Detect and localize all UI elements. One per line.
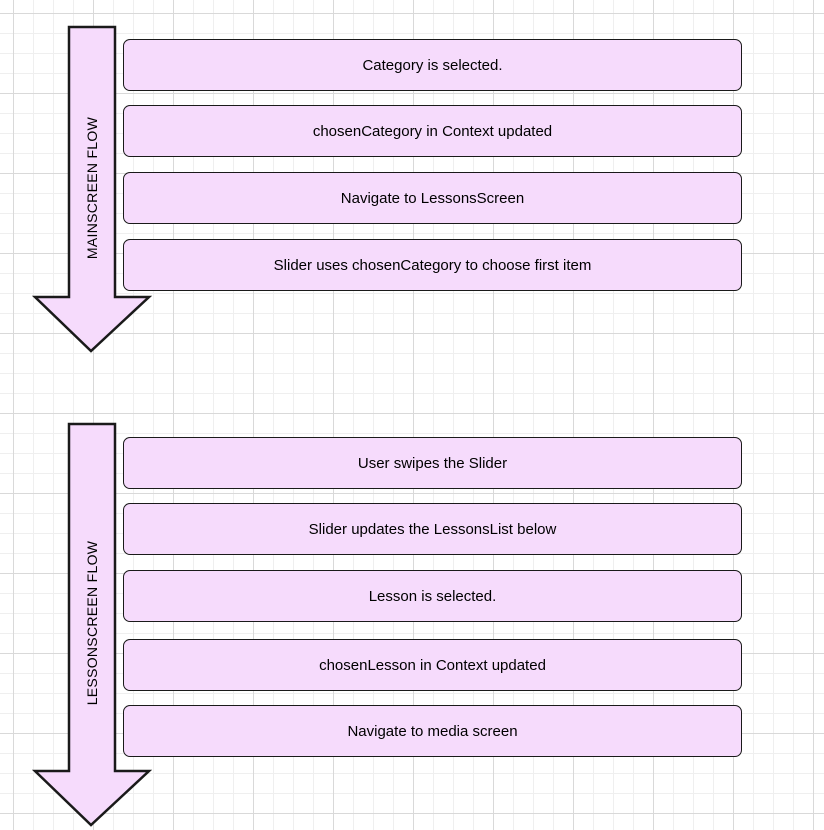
mainscreen-step-4: Slider uses chosenCategory to choose fir… [123, 239, 742, 291]
mainscreen-step-3: Navigate to LessonsScreen [123, 172, 742, 224]
lessonscreen-step-3: Lesson is selected. [123, 570, 742, 622]
lessonscreen-step-2: Slider updates the LessonsList below [123, 503, 742, 555]
lessonscreen-step-1: User swipes the Slider [123, 437, 742, 489]
lessonscreen-step-4: chosenLesson in Context updated [123, 639, 742, 691]
lessonscreen-step-5: Navigate to media screen [123, 705, 742, 757]
mainscreen-step-1: Category is selected. [123, 39, 742, 91]
mainscreen-step-2: chosenCategory in Context updated [123, 105, 742, 157]
